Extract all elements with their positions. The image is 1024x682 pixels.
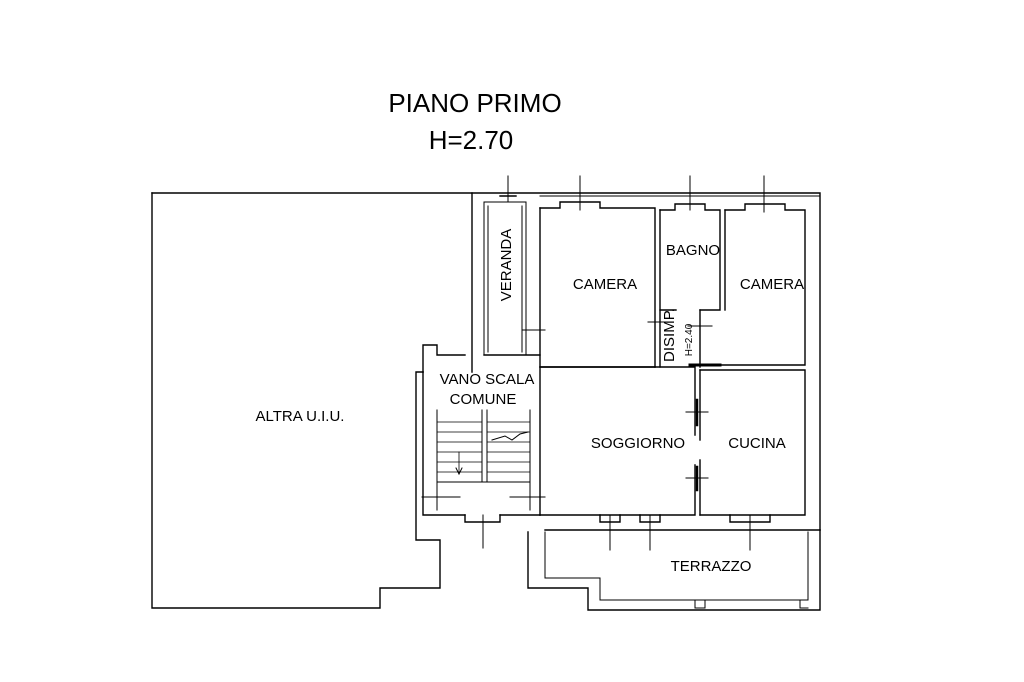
terrazzo-area [527,529,821,611]
disimpegno-height-label: H=2.40 [684,323,695,356]
vano-scala-comune-label: COMUNE [450,391,517,408]
altra-uiu-label: ALTRA U.I.U. [256,408,345,425]
soggiorno-room [539,366,709,551]
camera-left-label: CAMERA [573,276,637,293]
disimpegno-room [647,309,722,368]
veranda-label: VERANDA [498,229,515,302]
other-unit-outline [151,192,473,609]
vano-scala-label: VANO SCALA [440,371,535,388]
camera-left-room [539,175,656,368]
camera-right-label: CAMERA [740,276,804,293]
apartment-outline [471,192,821,531]
plan-title: PIANO PRIMO [388,88,561,118]
stair-treads [436,421,531,483]
cucina-label: CUCINA [728,435,786,452]
soggiorno-label: SOGGIORNO [591,435,685,452]
bagno-label: BAGNO [666,242,720,259]
plan-height: H=2.70 [429,125,514,155]
stairwell [421,344,546,549]
veranda-room [483,175,541,356]
camera-right-room [711,175,806,366]
disimpegno-label: DISIMP. [661,308,678,362]
terrazzo-label: TERRAZZO [671,558,752,575]
cucina-room [699,369,806,551]
